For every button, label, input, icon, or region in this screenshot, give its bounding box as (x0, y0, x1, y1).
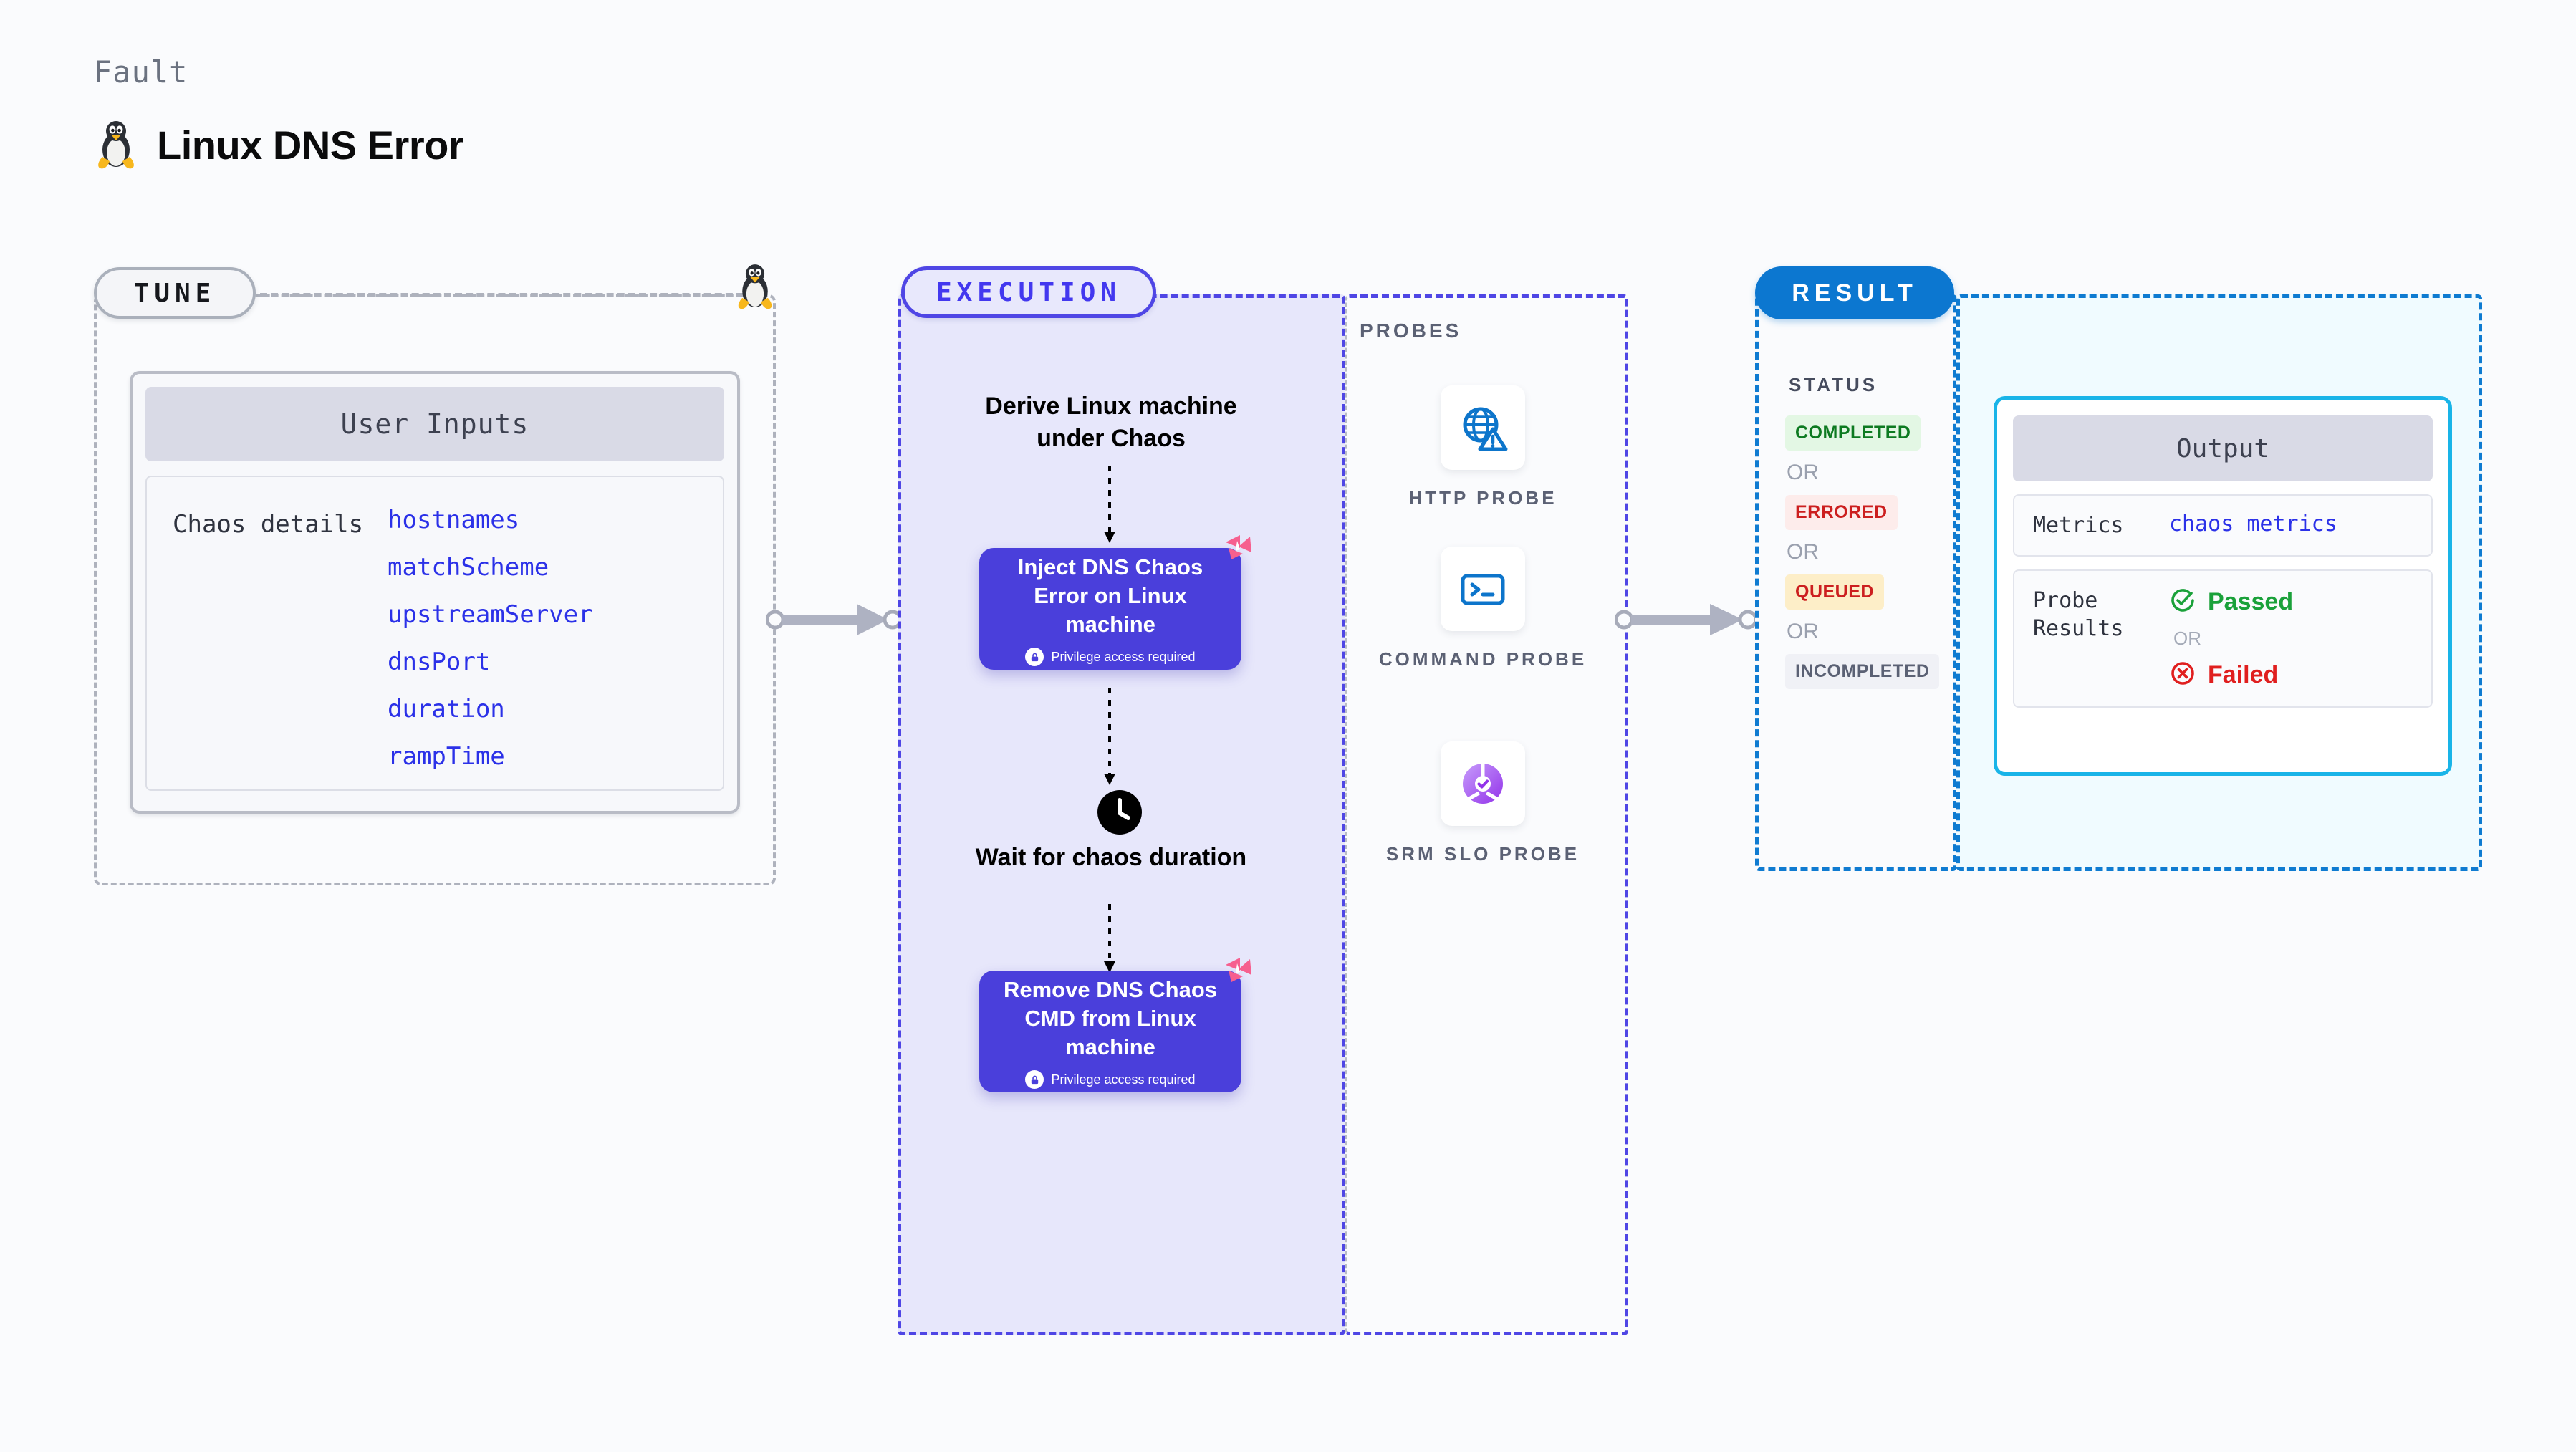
linux-penguin-icon (94, 118, 138, 171)
param-ramptime[interactable]: rampTime (388, 742, 505, 771)
execution-badge[interactable]: EXECUTION (901, 266, 1156, 318)
output-row-probe-results: Probe Results Passed OR (2013, 569, 2433, 708)
harness-logo-icon (1221, 955, 1254, 991)
probe-results-key: Probe Results (2033, 588, 2124, 641)
globe-warning-icon (1441, 385, 1525, 470)
param-upstreamserver[interactable]: upstreamServer (388, 600, 593, 629)
user-inputs-card: User Inputs Chaos details hostnames matc… (130, 371, 740, 814)
tune-badge[interactable]: TUNE (94, 267, 256, 319)
probe-results-values: Passed OR Failed (2169, 587, 2293, 691)
page-title: Linux DNS Error (157, 122, 464, 168)
output-row-metrics: Metrics chaos metrics (2013, 494, 2433, 557)
result-badge-label: RESULT (1792, 279, 1918, 307)
status-or-2: OR (1787, 540, 1819, 564)
connector-execution-to-result (1614, 598, 1759, 645)
probe-srm-slo-label: SRM SLO PROBE (1385, 843, 1580, 865)
probes-title: PROBES (1360, 319, 1462, 342)
status-badge-errored: ERRORED (1785, 495, 1898, 530)
arrow-derive-to-inject (1101, 466, 1118, 549)
privilege-notice: Privilege access required (1025, 1070, 1196, 1090)
step-derive-label: Derive Linux machine under Chaos (985, 393, 1237, 452)
execution-badge-label: EXECUTION (936, 277, 1122, 307)
clock-icon (1097, 790, 1142, 838)
chaos-params-list: hostnames matchScheme upstreamServer dns… (388, 506, 593, 789)
linux-penguin-icon (734, 261, 776, 315)
step-wait-label: Wait for chaos duration (975, 844, 1247, 871)
x-circle-icon (2169, 660, 2196, 691)
status-badge-completed: COMPLETED (1785, 415, 1921, 451)
check-circle-icon (2169, 587, 2196, 617)
lock-icon (1025, 648, 1044, 667)
param-hostnames[interactable]: hostnames (388, 506, 520, 534)
privilege-text: Privilege access required (1051, 1072, 1196, 1087)
probe-result-passed: Passed (2169, 587, 2293, 617)
status-list: COMPLETED OR ERRORED OR QUEUED OR INCOMP… (1785, 415, 1950, 689)
status-badge-incompleted: INCOMPLETED (1785, 654, 1940, 689)
tune-dashed-connector (260, 293, 744, 297)
param-matchscheme[interactable]: matchScheme (388, 553, 549, 582)
chaos-step-inject-label: Inject DNS Chaos Error on Linux machine (1017, 554, 1203, 638)
fault-header: Linux DNS Error (94, 118, 464, 171)
probe-result-failed: Failed (2169, 660, 2293, 691)
failed-label: Failed (2208, 661, 2279, 688)
terminal-icon (1441, 547, 1525, 631)
chaos-step-remove[interactable]: Remove DNS Chaos CMD from Linux machine … (979, 958, 1251, 1092)
chaos-details-label: Chaos details (173, 510, 364, 539)
status-badge-queued: QUEUED (1785, 574, 1884, 610)
probe-http-label: HTTP PROBE (1408, 487, 1557, 509)
status-title: STATUS (1789, 374, 1878, 395)
output-card: Output Metrics chaos metrics Probe Resul… (1994, 396, 2452, 776)
user-inputs-title: User Inputs (340, 408, 529, 440)
probe-command-label: COMMAND PROBE (1378, 648, 1587, 670)
arrow-inject-to-wait (1101, 688, 1118, 792)
output-title: Output (2176, 433, 2270, 463)
chaos-step-inject[interactable]: Inject DNS Chaos Error on Linux machine … (979, 535, 1251, 670)
chaos-step-remove-label: Remove DNS Chaos CMD from Linux machine (1003, 976, 1218, 1060)
harness-logo-icon (1221, 532, 1254, 569)
user-inputs-body: Chaos details hostnames matchScheme upst… (145, 476, 724, 791)
slo-check-icon (1441, 741, 1525, 826)
param-dnsport[interactable]: dnsPort (388, 648, 491, 676)
output-header: Output (2013, 415, 2433, 481)
status-or-3: OR (1787, 620, 1819, 643)
passed-label: Passed (2208, 588, 2294, 615)
probe-srm-slo[interactable]: SRM SLO PROBE (1375, 741, 1590, 867)
user-inputs-header: User Inputs (145, 387, 724, 461)
privilege-notice: Privilege access required (1025, 648, 1196, 667)
param-duration[interactable]: duration (388, 695, 505, 723)
fault-kind-label: Fault (94, 54, 188, 90)
metrics-key: Metrics (2033, 513, 2124, 538)
status-or-1: OR (1787, 461, 1819, 484)
result-badge[interactable]: RESULT (1755, 266, 1954, 319)
lock-icon (1025, 1070, 1044, 1090)
arrow-wait-to-remove (1101, 904, 1118, 979)
connector-tune-to-execution (765, 598, 903, 645)
tune-badge-label: TUNE (133, 278, 216, 308)
probe-result-or: OR (2173, 628, 2201, 649)
privilege-text: Privilege access required (1051, 649, 1196, 664)
probe-http[interactable]: HTTP PROBE (1375, 385, 1590, 511)
metrics-value[interactable]: chaos metrics (2169, 511, 2337, 537)
probe-command[interactable]: COMMAND PROBE (1375, 547, 1590, 672)
